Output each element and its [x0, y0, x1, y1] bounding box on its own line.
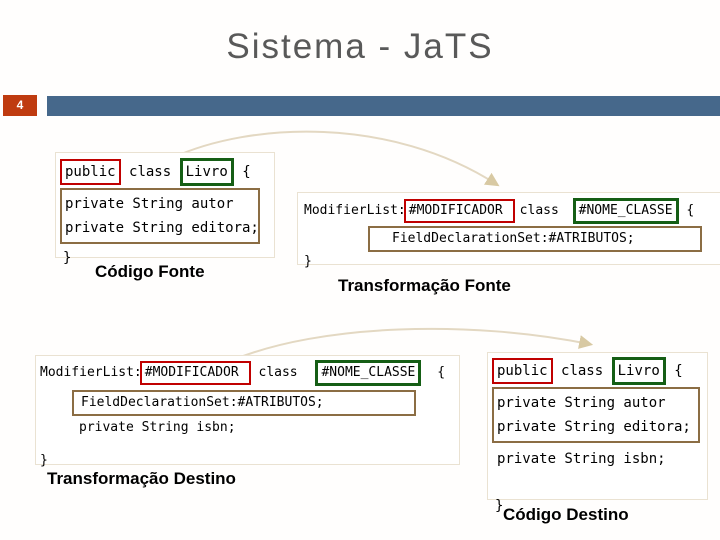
attribute-line: private String autor	[497, 395, 666, 411]
attribute-line: private String editora;	[65, 220, 259, 236]
attribute-line: private String editora;	[497, 419, 691, 435]
keyword-class: class	[519, 203, 559, 218]
close-brace: }	[495, 498, 504, 514]
class-name-highlight: Livro	[179, 158, 234, 186]
modifier-list-token: ModifierList:	[40, 365, 142, 380]
modifier-list-token: ModifierList:	[304, 203, 406, 218]
open-brace: {	[437, 365, 446, 380]
label-transformacao-destino: Transformação Destino	[47, 469, 236, 488]
template-declaration-line: ModifierList:#MODIFICADOR class #NOME_CL…	[40, 360, 455, 386]
attributes-highlight-box: private String autor private String edit…	[492, 387, 700, 443]
attributes-highlight-box: private String autor private String edit…	[60, 188, 260, 244]
label-codigo-fonte: Código Fonte	[95, 262, 205, 281]
panel-codigo-destino: public class Livro { private String auto…	[487, 352, 708, 514]
close-brace: }	[40, 453, 48, 468]
keyword-class: class	[129, 164, 172, 180]
field-declaration-highlight-box: FieldDeclarationSet:#ATRIBUTOS;	[72, 390, 416, 416]
close-brace: }	[304, 254, 312, 269]
panel-transformacao-fonte: ModifierList:#MODIFICADOR class #NOME_CLA…	[297, 192, 720, 269]
page-number-badge: 4	[3, 95, 37, 116]
modifier-highlight: public	[60, 159, 121, 185]
open-brace: {	[674, 363, 683, 379]
slide-title: Sistema - JaTS	[226, 27, 494, 66]
class-declaration-line: public class Livro {	[60, 158, 270, 186]
modifier-highlight: public	[492, 358, 553, 384]
class-name-highlight: Livro	[611, 357, 666, 385]
field-declaration-highlight-box: FieldDeclarationSet:#ATRIBUTOS;	[368, 226, 702, 252]
nome-classe-variable-highlight: #NOME_CLASSE	[315, 360, 422, 386]
open-brace: {	[686, 203, 695, 218]
isbn-attribute-line: private String isbn;	[79, 420, 236, 435]
panel-transformacao-destino: ModifierList:#MODIFICADOR class #NOME_CL…	[35, 355, 460, 468]
label-transformacao-fonte: Transformação Fonte	[338, 276, 511, 295]
label-codigo-destino: Código Destino	[503, 505, 629, 524]
class-declaration-line: public class Livro {	[492, 357, 703, 385]
modificador-variable-highlight: #MODIFICADOR	[403, 199, 515, 223]
close-brace: }	[63, 250, 72, 266]
accent-bar	[47, 96, 720, 116]
template-declaration-line: ModifierList:#MODIFICADOR class #NOME_CLA…	[304, 198, 714, 224]
modificador-variable-highlight: #MODIFICADOR	[139, 361, 251, 385]
attribute-line: private String autor	[65, 196, 234, 212]
keyword-class: class	[561, 363, 604, 379]
panel-codigo-fonte: public class Livro { private String auto…	[55, 152, 275, 266]
open-brace: {	[242, 164, 251, 180]
keyword-class: class	[258, 365, 298, 380]
isbn-attribute-line: private String isbn;	[497, 451, 666, 467]
nome-classe-variable-highlight: #NOME_CLASSE	[572, 198, 679, 224]
